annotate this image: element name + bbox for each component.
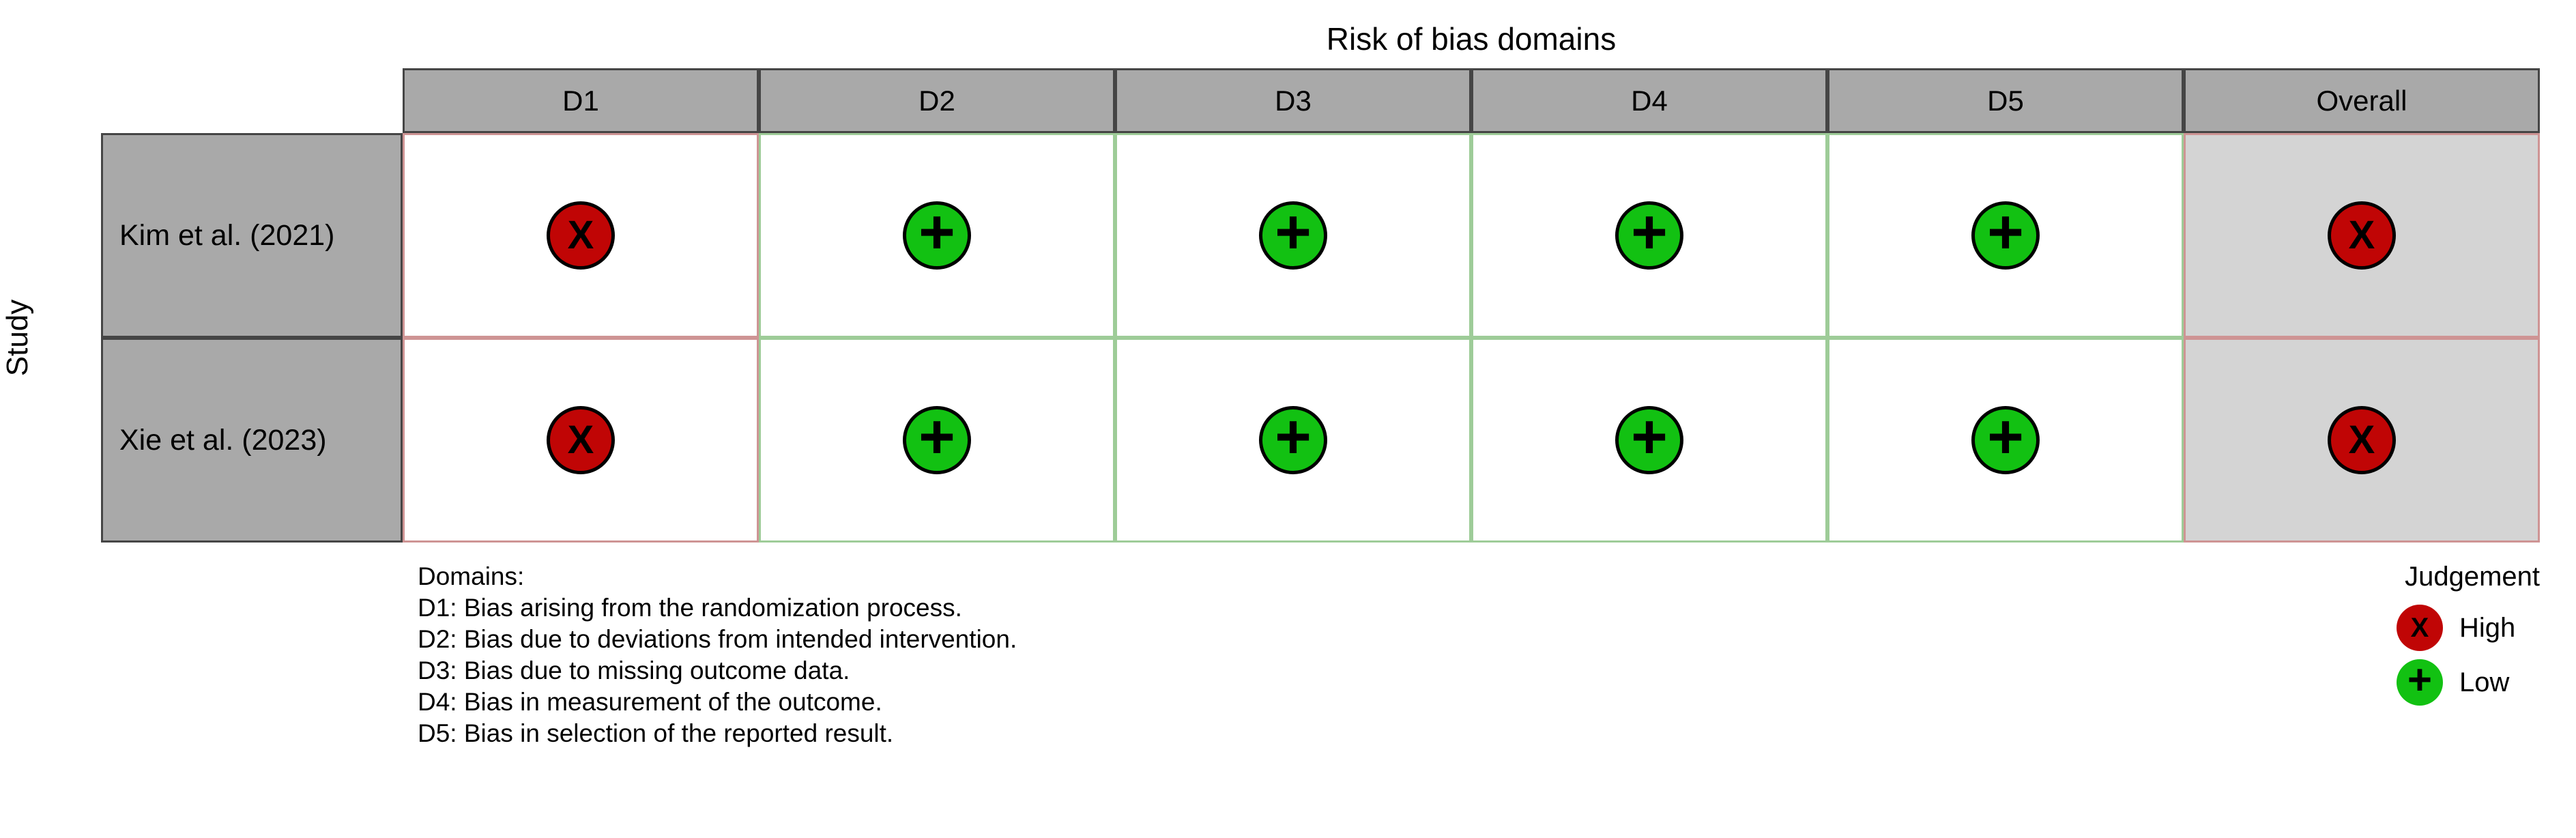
low-risk-legend-key-icon: +: [2397, 659, 2443, 706]
footnote-line-d2: D2: Bias due to deviations from intended…: [418, 625, 1017, 653]
footnote-line-d4: D4: Bias in measurement of the outcome.: [418, 688, 882, 716]
legend-item-low: + Low: [2397, 659, 2540, 706]
footnote-line-d1: D1: Bias arising from the randomization …: [418, 594, 962, 622]
corner-spacer: [101, 68, 403, 133]
high-risk-circle-icon: X: [547, 406, 615, 474]
legend-label-low: Low: [2459, 667, 2510, 697]
plus-symbol: +: [1987, 197, 2024, 267]
low-risk-circle-icon: +: [1259, 201, 1327, 270]
domain-footnote: Domains: D1: Bias arising from the rando…: [418, 561, 1017, 749]
cell-xie-overall-high: X: [2184, 338, 2540, 543]
footnote-heading: Domains:: [418, 562, 525, 590]
cell-kim-overall-high: X: [2184, 133, 2540, 338]
low-risk-circle-icon: +: [1971, 201, 2040, 270]
x-symbol: X: [2410, 613, 2429, 643]
low-risk-circle-icon: +: [1615, 201, 1683, 270]
legend-item-high: X High: [2397, 605, 2540, 651]
column-header-d2: D2: [759, 68, 1115, 133]
cell-xie-d3-low: +: [1115, 338, 1471, 543]
traffic-light-grid: D1 D2 D3 D4 D5 Overall Kim et al. (2021)…: [101, 68, 2540, 543]
high-risk-circle-icon: X: [2328, 406, 2396, 474]
cell-xie-d5-low: +: [1827, 338, 2184, 543]
plus-symbol: +: [918, 197, 955, 267]
cell-kim-d4-low: +: [1471, 133, 1827, 338]
column-header-overall: Overall: [2184, 68, 2540, 133]
cell-xie-d2-low: +: [759, 338, 1115, 543]
x-symbol: X: [2348, 418, 2375, 462]
column-header-d4: D4: [1471, 68, 1827, 133]
judgement-legend: Judgement X High + Low: [2375, 561, 2540, 706]
x-symbol: X: [2348, 213, 2375, 257]
x-symbol: X: [567, 213, 594, 257]
plus-symbol: +: [1631, 402, 1668, 472]
high-risk-legend-key-icon: X: [2397, 605, 2443, 651]
cell-xie-d1-high: X: [403, 338, 759, 543]
x-symbol: X: [567, 418, 594, 462]
footnote-line-d3: D3: Bias due to missing outcome data.: [418, 656, 850, 684]
high-risk-circle-icon: X: [547, 201, 615, 270]
row-label-xie-2023: Xie et al. (2023): [101, 338, 403, 543]
plot-title: Risk of bias domains: [1326, 21, 1617, 57]
plus-symbol: +: [1275, 402, 1312, 472]
low-risk-circle-icon: +: [1259, 402, 1327, 474]
legend-label-high: High: [2459, 612, 2516, 643]
low-risk-circle-icon: +: [903, 201, 971, 270]
column-header-d5: D5: [1827, 68, 2184, 133]
cell-kim-d3-low: +: [1115, 133, 1471, 338]
cell-xie-d4-low: +: [1471, 338, 1827, 543]
footnote-line-d5: D5: Bias in selection of the reported re…: [418, 719, 894, 747]
low-risk-circle-icon: +: [903, 402, 971, 474]
plus-symbol: +: [1275, 197, 1312, 267]
low-risk-circle-icon: +: [1971, 402, 2040, 474]
plus-symbol: +: [1631, 197, 1668, 267]
plus-symbol: +: [1987, 402, 2024, 472]
cell-kim-d1-high: X: [403, 133, 759, 338]
high-risk-circle-icon: X: [2328, 201, 2396, 270]
cell-kim-d5-low: +: [1827, 133, 2184, 338]
low-risk-circle-icon: +: [1615, 402, 1683, 474]
column-header-d1: D1: [403, 68, 759, 133]
plus-symbol: +: [2407, 656, 2433, 704]
legend-title: Judgement: [2405, 562, 2540, 592]
plus-symbol: +: [918, 402, 955, 472]
cell-kim-d2-low: +: [759, 133, 1115, 338]
y-axis-label-study: Study: [1, 299, 34, 377]
column-header-d3: D3: [1115, 68, 1471, 133]
row-label-kim-2021: Kim et al. (2021): [101, 133, 403, 338]
